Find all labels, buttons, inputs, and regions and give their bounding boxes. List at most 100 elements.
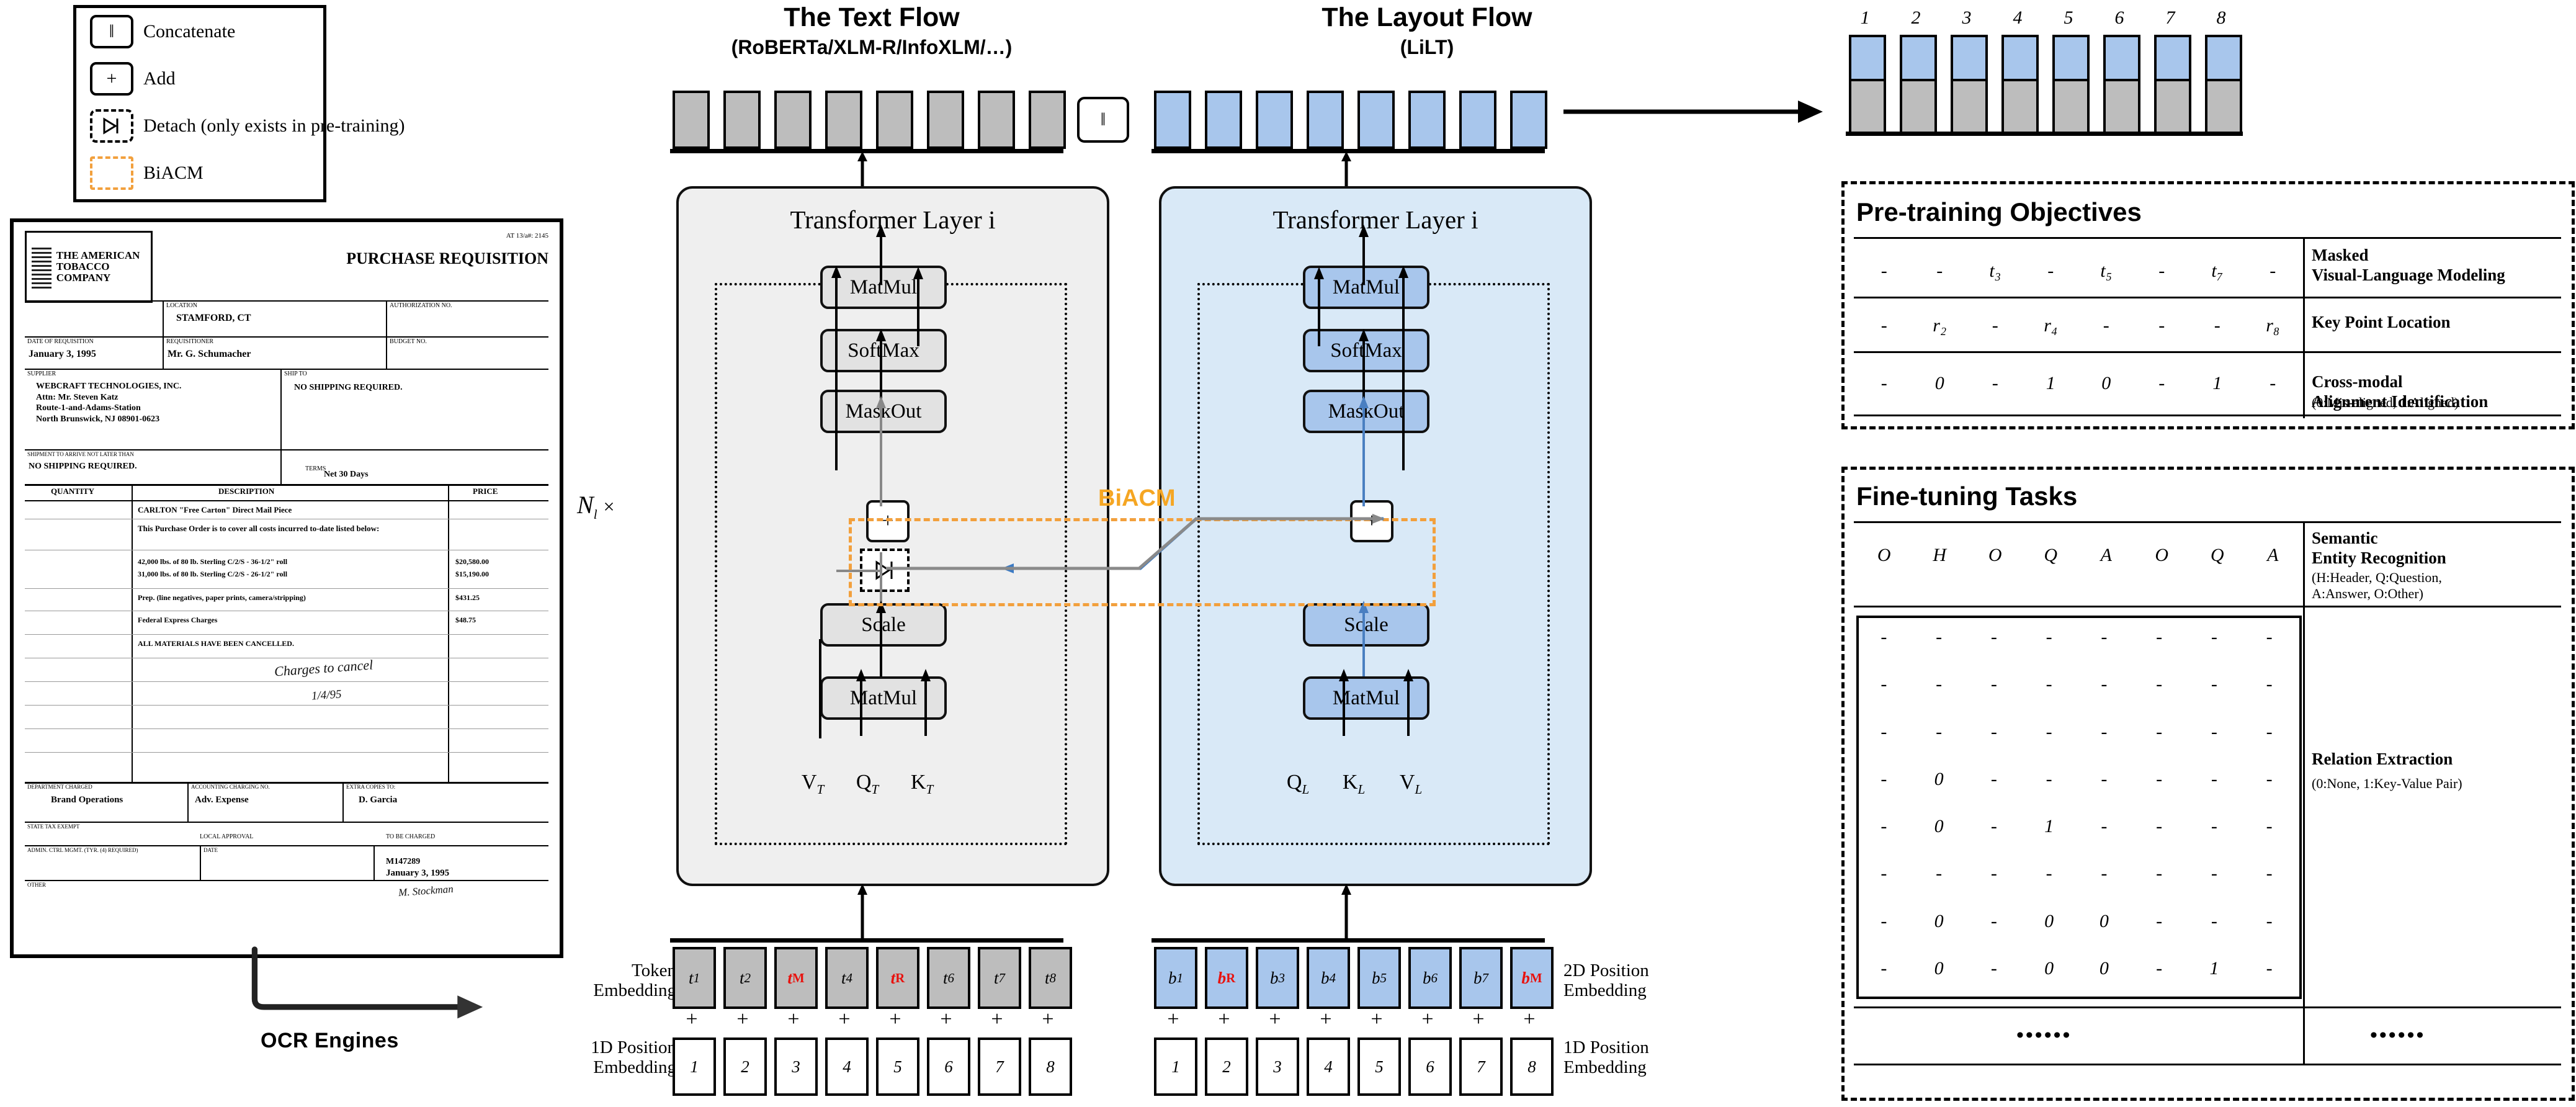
position-label: 6 [1426, 1057, 1434, 1076]
cell: - [1881, 261, 1887, 281]
output-token [1029, 91, 1066, 149]
legend-item-add: + Add [76, 55, 323, 102]
output-token [673, 91, 710, 149]
divider [25, 782, 548, 784]
table-header: QUANTITY [51, 486, 95, 496]
matrix-cell: 0 [2044, 910, 2054, 931]
add-glyph: + [940, 1008, 952, 1031]
output-index: 6 [2114, 7, 2124, 28]
matrix-cell: - [2266, 816, 2273, 837]
add-glyph: + [1167, 1008, 1179, 1031]
divider [1854, 1064, 2561, 1065]
token-embedding-label: Token Embedding [593, 961, 676, 1001]
biacm-icon [90, 156, 133, 190]
pretraining-title: Pre-training Objectives [1856, 197, 2142, 226]
position-label: 8 [1527, 1057, 1536, 1076]
position-label: 5 [893, 1057, 902, 1076]
re-name: Relation Extraction [2312, 750, 2453, 768]
divider [25, 500, 548, 501]
repeat-n: N [577, 491, 594, 519]
ellipsis-left: •••••• [2016, 1024, 2072, 1047]
table-cell-price: $15,190.00 [455, 570, 489, 578]
divider [1854, 606, 2561, 607]
field-value: STAMFORD, CT [176, 313, 251, 323]
cell: t₅ [2100, 261, 2113, 281]
divider [1152, 149, 1545, 153]
cell: 0 [2101, 373, 2111, 393]
position-label: 5 [1375, 1057, 1384, 1076]
text-flow-wiring [819, 225, 931, 738]
matrix-cell: - [1990, 768, 1997, 789]
position-cell: 5 [876, 1038, 919, 1096]
divider [132, 484, 133, 782]
text-flow-subtitle: (RoBERTa/XLM-R/InfoXLM/…) [731, 36, 1013, 58]
matrix-cell: - [1990, 627, 1997, 648]
cell: r₄ [2044, 315, 2058, 336]
matrix-cell: - [2101, 816, 2108, 837]
divider [2303, 521, 2305, 1064]
text-layer-title: Transformer Layer i [679, 205, 1107, 235]
cell: O [1988, 545, 2002, 565]
position-label: 6 [944, 1057, 953, 1076]
finetuning-tasks-panel [1841, 467, 2575, 1101]
add-glyph: + [1421, 1008, 1434, 1031]
divider [1854, 351, 2561, 353]
matrix-cell: - [1881, 627, 1887, 648]
field-label: AUTHORIZATION NO. [390, 302, 452, 309]
position-cell: 7 [978, 1038, 1021, 1096]
add-glyph: + [1371, 1008, 1383, 1031]
matrix-cell: - [2211, 721, 2217, 742]
position-cell: 6 [927, 1038, 970, 1096]
cell: - [2158, 261, 2165, 281]
table-cell-price: $48.75 [455, 616, 476, 624]
output-token [876, 91, 913, 149]
table-cell-price: $20,580.00 [455, 557, 489, 566]
input-q-text: QT [856, 771, 879, 797]
layout-flow-subtitle: (LiLT) [1400, 36, 1454, 58]
add-glyph: + [736, 1008, 749, 1031]
legend-item-biacm: BiACM [76, 150, 323, 197]
company-logo [32, 245, 51, 289]
concatenate-glyph: ‖ [1100, 109, 1106, 130]
matrix-cell: - [2101, 674, 2108, 695]
matrix-cell: 0 [1934, 957, 1944, 979]
cell: O [2155, 545, 2169, 565]
op-matmul-layout-top: MatMul [1303, 266, 1429, 309]
matrix-cell: - [1881, 863, 1887, 884]
position-label: 7 [1477, 1057, 1485, 1076]
matrix-cell: 1 [2209, 957, 2219, 979]
ser-name: Semantic Entity Recognition [2312, 529, 2446, 567]
input-v-layout: VL [1399, 771, 1423, 797]
cell: - [1881, 315, 1887, 336]
matrix-cell: - [2156, 910, 2163, 931]
matrix-cell: 1 [2044, 816, 2054, 837]
output-token [1307, 91, 1344, 149]
field-value: D. Garcia [359, 795, 398, 805]
repeat-sub: l [593, 507, 597, 522]
finetuning-title: Fine-tuning Tasks [1856, 482, 2078, 511]
table-cell-desc: This Purchase Order is to cover all cost… [138, 524, 380, 533]
text-flow-title: The Text Flow [784, 2, 960, 32]
matrix-cell: - [2101, 863, 2108, 884]
divider [25, 449, 548, 450]
cell: r₂ [1933, 315, 1947, 336]
matrix-cell: - [1936, 627, 1943, 648]
divider [163, 300, 164, 336]
table-cell-desc: CARLTON "Free Carton" Direct Mail Piece [138, 505, 292, 514]
document-title: PURCHASE REQUISITION [346, 249, 548, 267]
cell: - [1881, 373, 1887, 393]
output-bar [1951, 35, 1988, 132]
divider [25, 822, 548, 823]
cell: - [1936, 261, 1943, 281]
divider [386, 300, 387, 336]
output-bar [1849, 35, 1886, 132]
kpl-cells: - r₂ - r₄ - - - r₈ [1856, 303, 2301, 349]
output-bar [2154, 35, 2191, 132]
